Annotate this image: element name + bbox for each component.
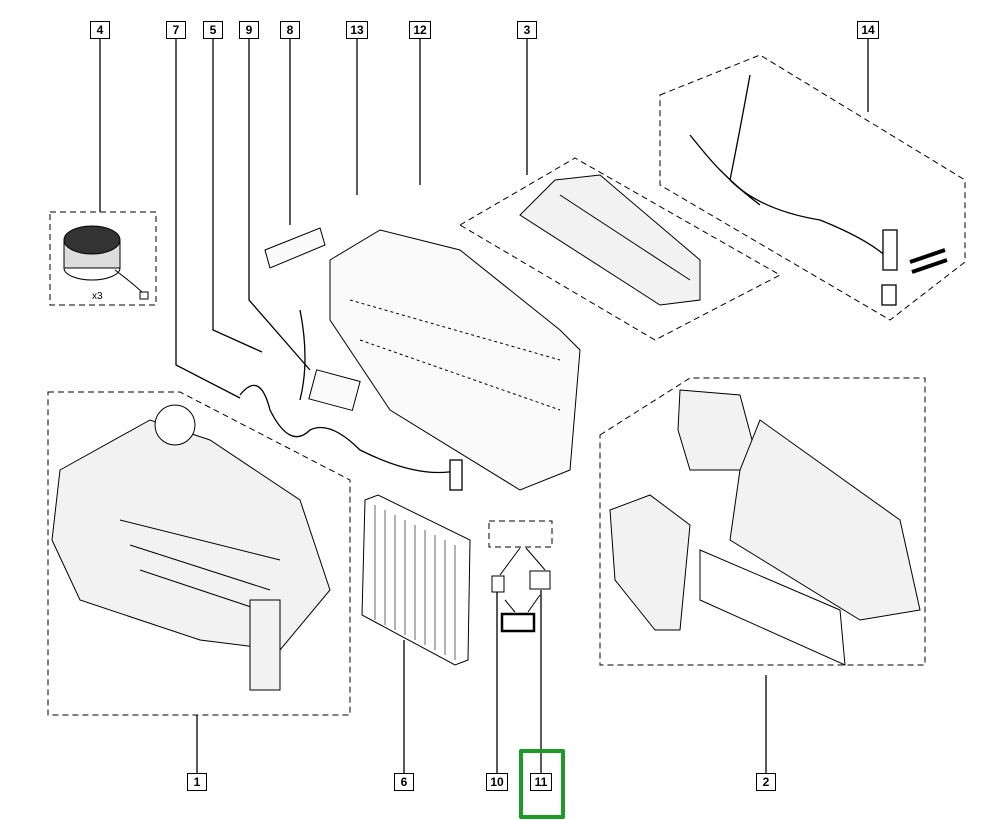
leader-7 xyxy=(175,38,241,399)
group-1-outline xyxy=(47,391,351,716)
group-10-11-outline xyxy=(488,520,553,548)
wiring-harness-part xyxy=(239,309,463,491)
callout-8[interactable]: 8 xyxy=(280,21,300,39)
leader-lines xyxy=(99,38,869,774)
group-3-outline xyxy=(459,157,782,341)
group-outlines xyxy=(47,54,966,716)
callout-14[interactable]: 14 xyxy=(857,21,879,39)
central-unit-part xyxy=(264,227,581,491)
callout-3[interactable]: 3 xyxy=(517,21,537,39)
part-gasket xyxy=(500,612,536,633)
callout-11[interactable]: 11 xyxy=(530,773,552,791)
callout-2[interactable]: 2 xyxy=(756,773,776,791)
callout-7[interactable]: 7 xyxy=(166,21,186,39)
parts-10-11 xyxy=(491,547,551,633)
quantity-note: x3 xyxy=(92,291,103,302)
harness-part-14 xyxy=(689,74,948,306)
leader-9 xyxy=(248,38,311,371)
callout-4[interactable]: 4 xyxy=(90,21,110,39)
group-14-outline xyxy=(659,54,966,321)
callout-5[interactable]: 5 xyxy=(203,21,223,39)
highlight-frame-11 xyxy=(519,749,565,819)
callout-13[interactable]: 13 xyxy=(346,21,368,39)
callout-9[interactable]: 9 xyxy=(239,21,259,39)
part-10 xyxy=(491,575,505,593)
housing-part-2 xyxy=(609,389,921,666)
group-2-outline xyxy=(599,377,926,666)
heater-housing-part xyxy=(51,404,331,691)
part-11 xyxy=(529,570,551,590)
duct-part-3 xyxy=(519,174,701,306)
blower-motor-part xyxy=(63,225,149,300)
callout-1[interactable]: 1 xyxy=(187,773,207,791)
cabin-filter-part xyxy=(361,494,471,666)
callout-12[interactable]: 12 xyxy=(409,21,431,39)
callout-6[interactable]: 6 xyxy=(394,773,414,791)
leader-5 xyxy=(212,38,263,353)
group-4-outline xyxy=(49,211,157,306)
callout-10[interactable]: 10 xyxy=(486,773,508,791)
